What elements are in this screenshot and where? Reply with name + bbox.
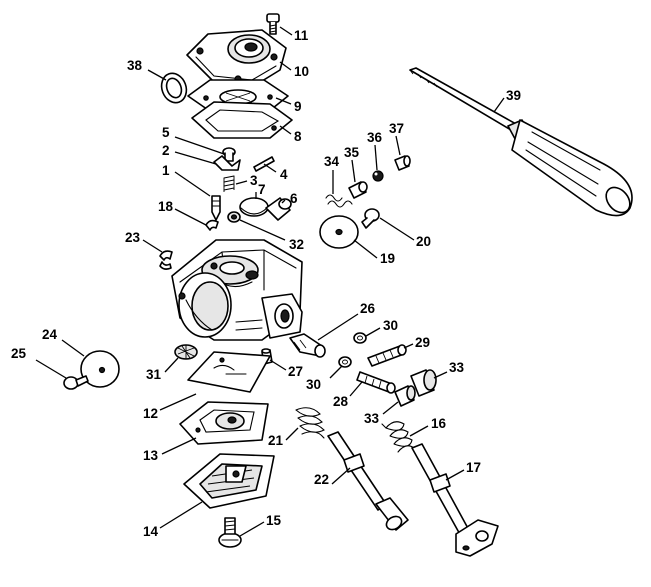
callout-24: 24 — [42, 327, 58, 342]
callout-8: 8 — [294, 129, 302, 144]
part-cover-plate — [183, 453, 275, 509]
part-sleeve-35 — [348, 181, 368, 199]
callout-4: 4 — [280, 167, 288, 182]
part-washer-30b — [338, 356, 352, 368]
callout-32: 32 — [289, 237, 304, 252]
callout-11: 11 — [294, 28, 309, 43]
callout-22: 22 — [314, 472, 329, 487]
part-gasket — [191, 101, 293, 139]
part-spring-clip — [213, 155, 241, 171]
callout-16: 16 — [431, 416, 447, 431]
callout-6: 6 — [290, 191, 298, 206]
callout-12: 12 — [143, 406, 158, 421]
callout-33-lower: 33 — [364, 411, 380, 426]
callout-25: 25 — [11, 346, 27, 361]
callout-19: 19 — [380, 251, 395, 266]
callout-10: 10 — [294, 64, 309, 79]
callout-14: 14 — [143, 524, 159, 539]
part-shaft-17 — [411, 443, 499, 557]
part-screw-20 — [361, 208, 380, 229]
part-valve-26 — [289, 333, 326, 358]
part-adjust-screw-28 — [356, 371, 396, 394]
callout-9: 9 — [294, 99, 302, 114]
callout-5: 5 — [162, 125, 170, 140]
part-shaft-22 — [327, 431, 409, 531]
part-screw-15 — [218, 517, 242, 548]
part-disc — [239, 197, 269, 217]
callout-31: 31 — [146, 367, 162, 382]
part-carburetor-body — [171, 239, 303, 341]
callout-17: 17 — [466, 460, 481, 475]
part-disc-24 — [80, 350, 120, 388]
part-screw-small — [222, 147, 236, 162]
callout-35: 35 — [344, 145, 360, 160]
callout-1: 1 — [162, 163, 170, 178]
part-cap-33a — [410, 369, 437, 397]
part-strainer — [174, 344, 198, 360]
callout-2: 2 — [162, 143, 170, 158]
part-circlip-23 — [159, 250, 173, 270]
part-spring-16 — [381, 421, 415, 453]
part-gasket-12 — [187, 351, 271, 393]
part-pump-cover — [186, 29, 287, 87]
callout-labels: 11 10 38 9 8 5 2 4 3 1 7 6 18 32 23 34 3… — [11, 28, 521, 539]
part-cap — [265, 197, 292, 221]
callout-39: 39 — [506, 88, 521, 103]
callout-13: 13 — [143, 448, 159, 463]
part-screwdriver — [409, 67, 633, 217]
part-needle — [211, 195, 221, 221]
callout-26: 26 — [360, 301, 376, 316]
callout-15: 15 — [266, 513, 282, 528]
callout-27: 27 — [288, 364, 303, 379]
leader-lines — [35, 26, 505, 537]
part-ball-36 — [372, 170, 384, 182]
callout-37: 37 — [389, 121, 404, 136]
part-cap-33b — [394, 385, 416, 407]
part-washer-30a — [353, 332, 367, 344]
callout-33-upper: 33 — [449, 360, 465, 375]
part-plug-37 — [394, 155, 411, 171]
callout-23: 23 — [125, 230, 141, 245]
part-screw-top — [266, 13, 280, 35]
part-spring-21 — [295, 407, 325, 439]
callout-36: 36 — [367, 130, 383, 145]
callout-18: 18 — [158, 199, 174, 214]
callout-34: 34 — [324, 154, 340, 169]
part-circlip-18 — [205, 219, 219, 231]
callout-28: 28 — [333, 394, 349, 409]
part-spring-small — [223, 175, 235, 192]
callout-38: 38 — [127, 58, 143, 73]
callout-20: 20 — [416, 234, 431, 249]
callout-3: 3 — [250, 173, 258, 188]
part-diaphragm-disc — [319, 215, 359, 249]
part-adjust-screw-29 — [367, 344, 407, 367]
callout-29: 29 — [415, 335, 430, 350]
part-spring-34 — [325, 194, 353, 208]
callout-7: 7 — [258, 182, 266, 197]
part-gasket-ring — [160, 72, 188, 104]
callout-30-lower: 30 — [306, 377, 321, 392]
callout-21: 21 — [268, 433, 284, 448]
callout-30-upper: 30 — [383, 318, 398, 333]
part-small-nut — [227, 211, 241, 223]
part-screw-25 — [63, 375, 89, 390]
part-diaphragm-plate — [179, 401, 269, 445]
